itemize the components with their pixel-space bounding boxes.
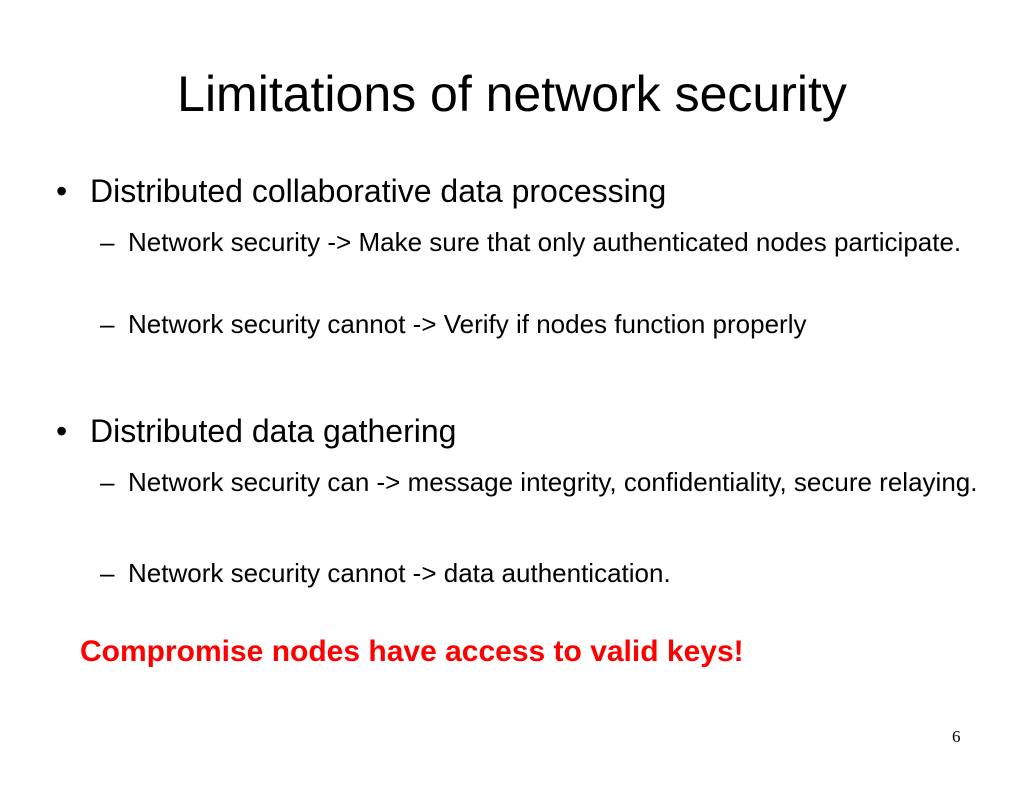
- sub-bullet-text: Network security -> Make sure that only …: [128, 227, 962, 257]
- page-number: 6: [952, 727, 961, 746]
- dash-marker: –: [100, 558, 115, 588]
- dash-marker: –: [100, 309, 115, 339]
- dash-marker: –: [100, 467, 115, 497]
- sub-bullet-text: Network security cannot -> Verify if nod…: [128, 309, 807, 339]
- bullet-text: Distributed data gathering: [90, 413, 457, 449]
- bullet-text: Distributed collaborative data processin…: [90, 173, 667, 209]
- sub-bullet-text: Network security cannot -> data authenti…: [128, 558, 671, 588]
- dash-marker: –: [100, 227, 115, 257]
- bullet-marker: •: [56, 413, 68, 449]
- bullet-marker: •: [56, 173, 68, 209]
- sub-bullet-text: Network security can -> message integrit…: [128, 467, 978, 497]
- highlight-note: Compromise nodes have access to valid ke…: [80, 635, 744, 668]
- slide-title: Limitations of network security: [177, 66, 847, 122]
